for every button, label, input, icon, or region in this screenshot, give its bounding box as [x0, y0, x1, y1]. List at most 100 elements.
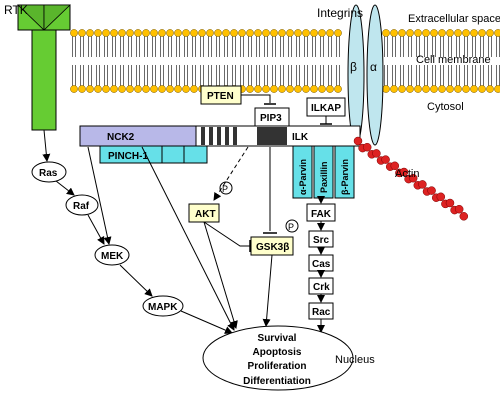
alpha-parvin-label: α-Parvin: [298, 159, 308, 195]
lipid-head: [142, 29, 150, 37]
outcome-differentiation: Differentiation: [243, 376, 311, 387]
lipid-head: [246, 85, 254, 93]
lipid-head: [126, 85, 134, 93]
lipid-head: [478, 85, 486, 93]
lipid-head: [78, 85, 86, 93]
lipid-head: [406, 29, 414, 37]
lipid-head: [302, 85, 310, 93]
integrins-label: Integrins: [317, 6, 363, 20]
lipid-head: [102, 85, 110, 93]
raf-label: Raf: [73, 201, 90, 212]
mapk-label: MAPK: [148, 302, 178, 313]
lipid-head: [422, 29, 430, 37]
lipid-head: [398, 29, 406, 37]
extracellular-space-label: Extracellular space: [408, 13, 500, 25]
actin-monomer: [390, 161, 400, 171]
lipid-head: [262, 85, 270, 93]
lipid-head: [94, 85, 102, 93]
lipid-head: [254, 29, 262, 37]
lipid-head: [126, 29, 134, 37]
lipid-head: [70, 85, 78, 93]
lipid-head: [270, 29, 278, 37]
lipid-head: [470, 29, 478, 37]
lipid-head: [334, 29, 342, 37]
lipid-head: [318, 85, 326, 93]
actin-monomer: [427, 186, 436, 195]
actin-monomer: [353, 136, 363, 146]
lipid-head: [294, 29, 302, 37]
actin-monomer: [362, 142, 372, 152]
lipid-head: [78, 29, 86, 37]
mek-node: [94, 244, 130, 266]
lipid-head: [318, 29, 326, 37]
pip3-box: [254, 107, 290, 127]
lipid-head: [310, 29, 318, 37]
ilk-label: ILK: [292, 132, 309, 143]
nck2-box: [79, 125, 201, 147]
ras-label: Ras: [39, 168, 58, 179]
lipid-head: [326, 29, 334, 37]
actin-monomer: [408, 173, 418, 183]
lipid-head: [102, 29, 110, 37]
lipid-head: [486, 85, 494, 93]
lipid-head: [438, 29, 446, 37]
lipid-head: [134, 29, 142, 37]
lipid-head: [142, 85, 150, 93]
arrow-rtk-ras: [42, 129, 51, 162]
lipid-head: [422, 85, 430, 93]
pip3-label: PIP3: [260, 113, 282, 124]
lipid-head: [414, 85, 422, 93]
rtk-receptor: [17, 4, 71, 131]
actin-monomer: [372, 149, 381, 158]
lipid-head: [230, 29, 238, 37]
integrin-receptor: [347, 4, 384, 146]
lipid-head: [334, 85, 342, 93]
lipid-head: [86, 85, 94, 93]
pinch1-label: PINCH-1: [108, 151, 148, 162]
lipid-head: [390, 85, 398, 93]
lipid-head: [302, 29, 310, 37]
lipid-head: [238, 29, 246, 37]
lipid-head: [294, 85, 302, 93]
akt-inhibits-gsk3b: [203, 221, 250, 247]
gsk3b-phospho-label: P: [288, 222, 294, 232]
lipid-head: [182, 29, 190, 37]
lipid-head: [110, 29, 118, 37]
beta-parvin-box: [334, 145, 355, 199]
beta-parvin-label: β-Parvin: [340, 159, 350, 195]
lipid-head: [190, 85, 198, 93]
integrin-alpha-label: α: [370, 60, 377, 74]
lipid-head: [270, 85, 278, 93]
pten-label: PTEN: [207, 91, 234, 102]
lipid-head: [390, 29, 398, 37]
arrow-ilk-akt: [213, 146, 249, 201]
src-label: Src: [313, 235, 330, 246]
actin-filament: [353, 136, 469, 221]
lipid-head: [454, 85, 462, 93]
lipid-head: [246, 29, 254, 37]
arrow-akt-nucleus: [203, 221, 238, 329]
lipid-head: [470, 85, 478, 93]
lipid-head: [86, 29, 94, 37]
arrow-ilk-nucleus: [141, 146, 235, 331]
lipid-head: [382, 29, 390, 37]
rtk-label: RTK: [4, 3, 28, 17]
lipid-head: [110, 85, 118, 93]
fak-label: FAK: [311, 209, 332, 220]
lipid-head: [118, 85, 126, 93]
lipid-head: [166, 29, 174, 37]
akt-phospho-badge: [219, 181, 233, 195]
cell-membrane-label: Cell membrane: [416, 54, 491, 66]
cytosol-label: Cytosol: [427, 101, 464, 113]
lipid-head: [158, 85, 166, 93]
lipid-head: [406, 85, 414, 93]
lipid-head: [326, 85, 334, 93]
actin-monomer: [399, 167, 409, 177]
lipid-head: [150, 85, 158, 93]
lipid-head: [446, 85, 454, 93]
actin-monomer: [436, 192, 446, 202]
lipid-head: [494, 85, 500, 93]
lipid-head: [478, 29, 486, 37]
lipid-head: [430, 29, 438, 37]
